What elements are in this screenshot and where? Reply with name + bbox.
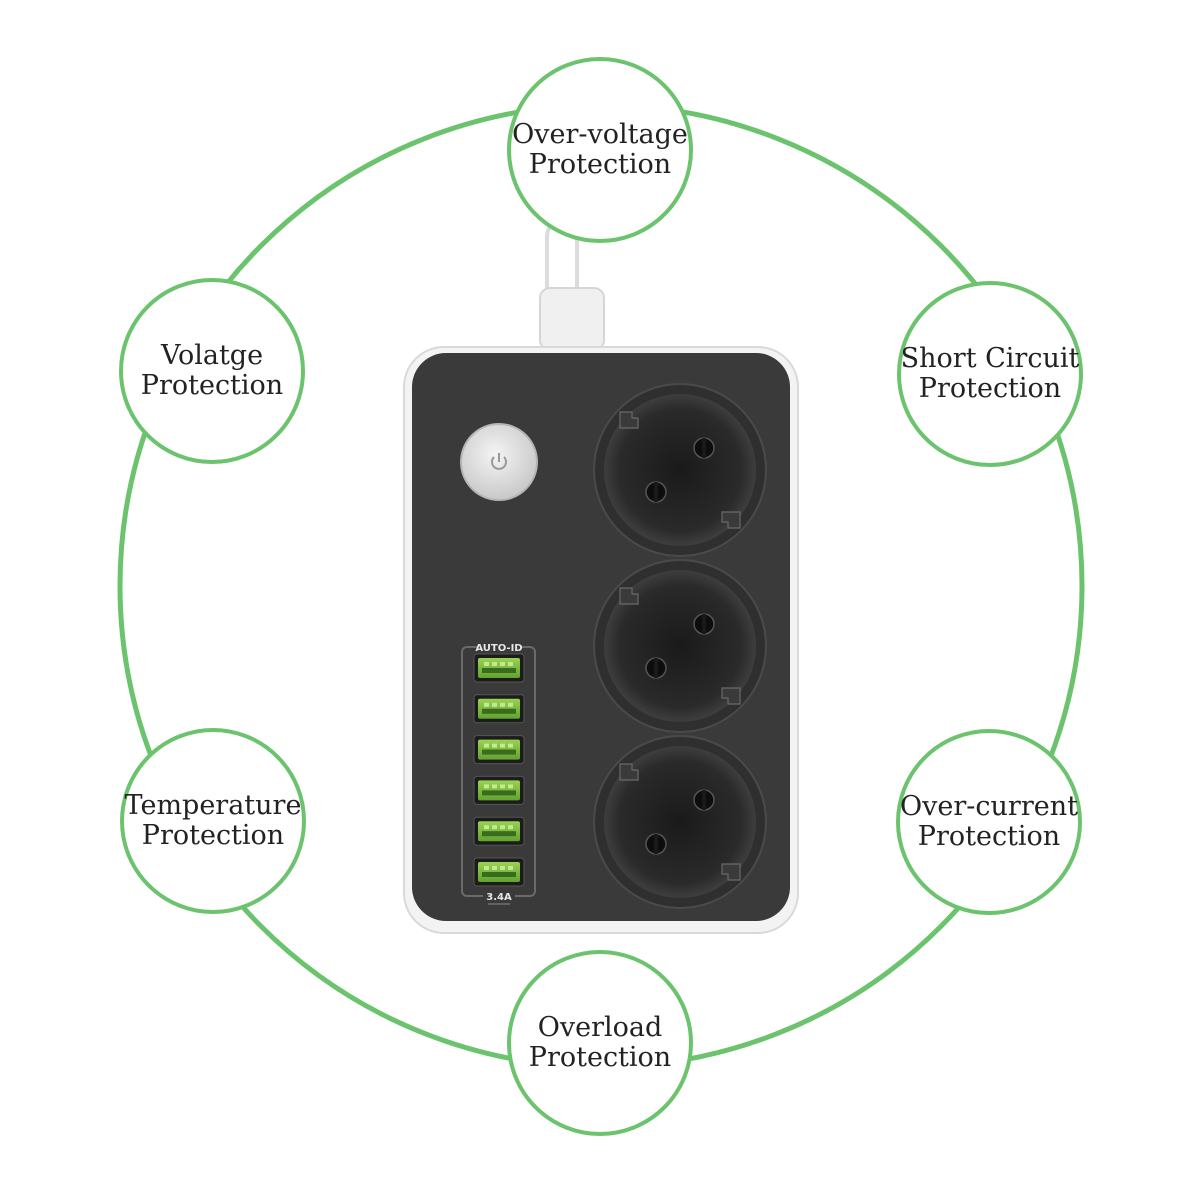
feature-temperature: Temperature Protection <box>120 728 306 914</box>
schuko-socket[interactable] <box>593 735 767 909</box>
feature-label-line1: Short Circuit <box>900 343 1080 374</box>
feature-label-line1: Over-voltage <box>512 119 688 150</box>
feature-label-line1: Over-current <box>900 791 1078 822</box>
usb-panel-top-label: AUTO-ID <box>475 643 522 654</box>
feature-label-line1: Temperature <box>124 790 302 821</box>
usb-port[interactable] <box>473 694 525 724</box>
schuko-socket[interactable] <box>593 559 767 733</box>
feature-over-voltage: Over-voltage Protection <box>507 57 693 243</box>
schuko-socket[interactable] <box>593 383 767 557</box>
feature-label-line2: Protection <box>140 370 284 401</box>
usb-panel-bottom-label: 3.4A <box>486 892 512 903</box>
feature-label-line2: Protection <box>918 373 1062 404</box>
feature-overload: Overload Protection <box>507 950 693 1136</box>
feature-label-line1: Overload <box>537 1012 663 1043</box>
feature-label-line2: Protection <box>917 821 1061 852</box>
usb-port[interactable] <box>473 775 525 805</box>
feature-over-current: Over-current Protection <box>896 729 1082 915</box>
feature-voltage: Volatge Protection <box>119 278 305 464</box>
feature-label-line2: Protection <box>141 820 285 851</box>
usb-port[interactable] <box>473 816 525 846</box>
usb-port[interactable] <box>473 735 525 765</box>
usb-port[interactable] <box>473 653 525 683</box>
cable-strain-relief <box>539 287 605 351</box>
power-icon <box>491 453 507 470</box>
feature-short-circuit: Short Circuit Protection <box>897 281 1083 467</box>
feature-label-line2: Protection <box>528 149 672 180</box>
feature-label-line2: Protection <box>528 1042 672 1073</box>
feature-label-line1: Volatge <box>160 340 264 371</box>
usb-port[interactable] <box>473 857 525 887</box>
